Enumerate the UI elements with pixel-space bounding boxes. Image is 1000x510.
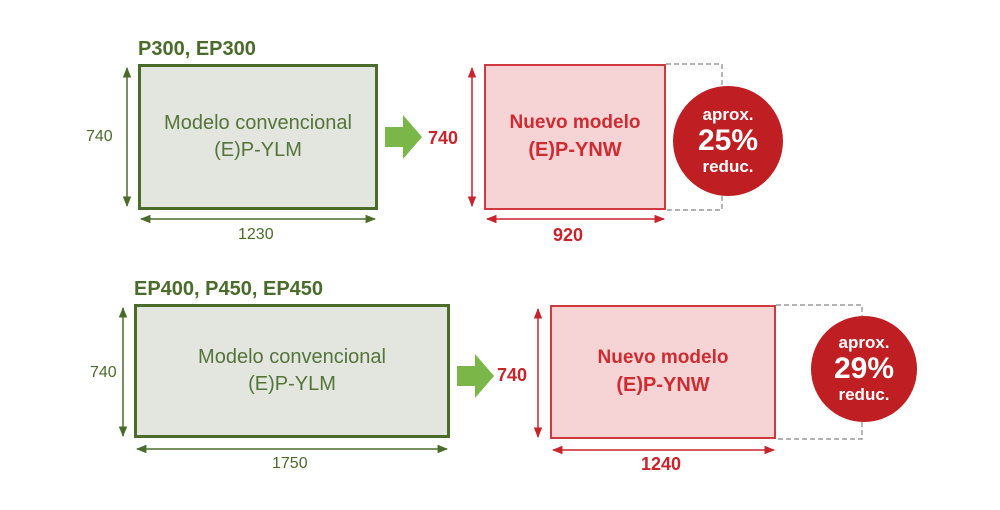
new-model-code: (E)P-YNW (528, 139, 622, 161)
new-height-label: 740 (497, 365, 528, 385)
group-title: P300, EP300 (138, 38, 256, 60)
conventional-height-label: 740 (86, 128, 113, 145)
reduction-outline (666, 63, 723, 211)
new-width-label: 1240 (641, 454, 682, 474)
conventional-model-code: (E)P-YLM (214, 139, 302, 161)
conventional-height-label: 740 (90, 364, 117, 381)
badge-percent: 25% (697, 124, 759, 157)
reduction-outline (776, 304, 863, 440)
conventional-model-label: Modelo convencional (198, 346, 386, 368)
new-model-label: Nuevo modelo (509, 112, 641, 133)
reduction-badge: aprox. 29% reduc. (811, 316, 917, 422)
badge-suffix: reduc. (838, 385, 890, 404)
transition-arrow (457, 354, 494, 398)
badge-percent: 29% (833, 352, 895, 385)
transition-arrow (385, 115, 422, 159)
reduction-badge: aprox. 25% reduc. (673, 86, 783, 196)
new-model-code: (E)P-YNW (616, 374, 710, 396)
conventional-width-label: 1230 (238, 226, 274, 243)
new-model-label: Nuevo modelo (597, 347, 729, 368)
new-width-label: 920 (553, 225, 584, 245)
group-title: EP400, P450, EP450 (134, 278, 324, 300)
new-model-box: Nuevo modelo (E)P-YNW (550, 305, 776, 439)
conventional-model-code: (E)P-YLM (248, 373, 336, 395)
badge-prefix: aprox. (838, 333, 890, 352)
conventional-width-label: 1750 (272, 455, 308, 472)
conventional-model-box: Modelo convencional (E)P-YLM (138, 64, 378, 210)
conventional-model-box: Modelo convencional (E)P-YLM (134, 304, 450, 438)
new-height-label: 740 (428, 128, 459, 148)
badge-suffix: reduc. (702, 157, 754, 176)
conventional-model-label: Modelo convencional (164, 112, 352, 134)
badge-prefix: aprox. (702, 105, 754, 124)
new-model-box: Nuevo modelo (E)P-YNW (484, 64, 666, 210)
